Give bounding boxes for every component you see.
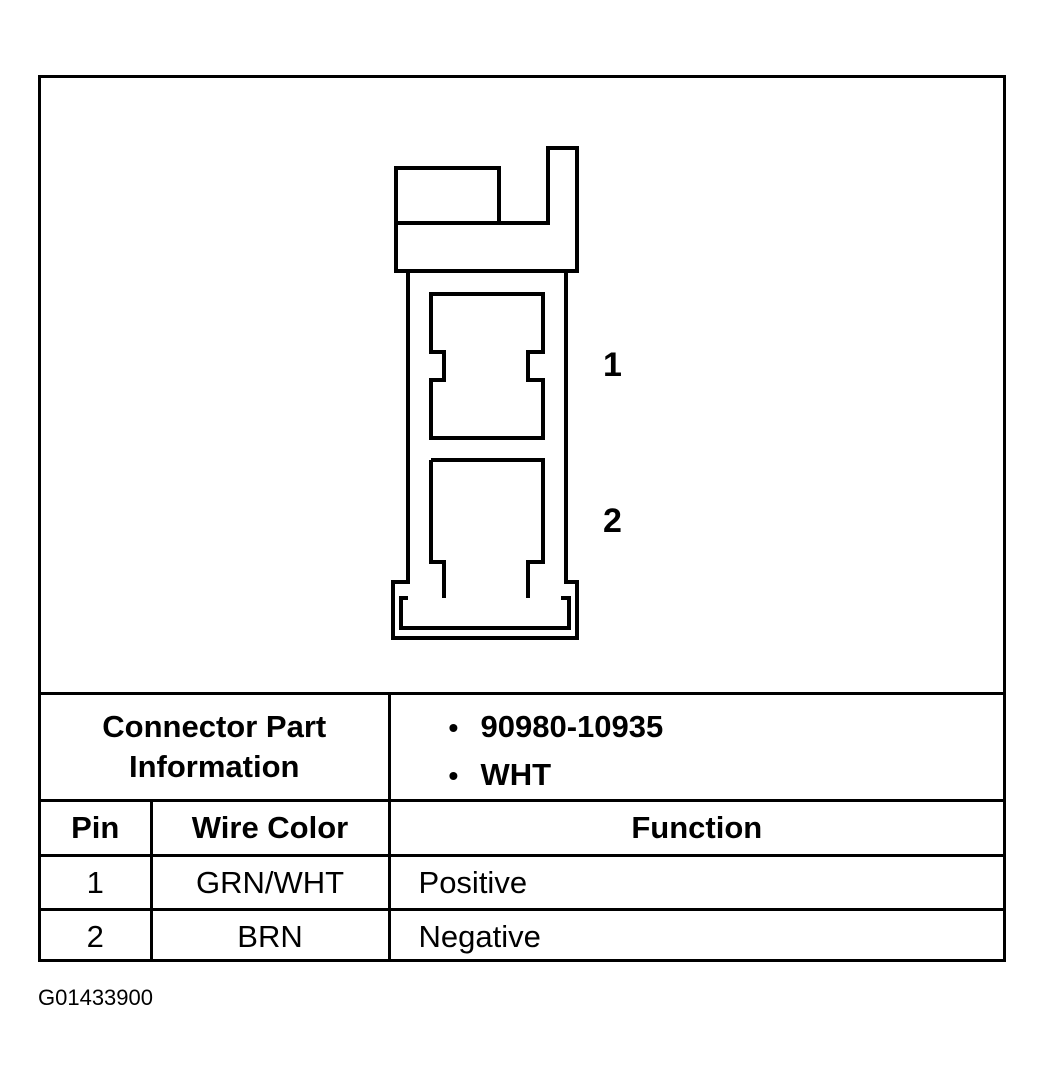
connector-part-label: Connector Part Information xyxy=(41,695,391,802)
wire-color: GRN/WHT xyxy=(149,854,391,911)
figure-code: G01433900 xyxy=(38,985,153,1010)
table-row: 1 GRN/WHT Positive xyxy=(41,854,1004,911)
connector-part-number: •90980-10935 xyxy=(449,703,1004,751)
connector-color: •WHT xyxy=(449,751,1004,799)
connector-latch xyxy=(394,146,579,273)
pin-label-2: 2 xyxy=(603,502,622,540)
header-wire-color: Wire Color xyxy=(149,799,391,857)
pin-function: Negative xyxy=(387,908,1004,962)
pin-table-header: Pin Wire Color Function xyxy=(41,799,1004,857)
connector-face-drawing xyxy=(391,146,579,640)
connector-flange-inner xyxy=(399,596,571,630)
pin-number: 1 xyxy=(41,854,153,911)
header-function: Function xyxy=(387,799,1004,857)
connector-part-row: Connector Part Information •90980-10935 … xyxy=(41,695,1004,802)
connector-part-label-line2: Information xyxy=(129,749,300,784)
bullet-icon: • xyxy=(448,760,459,791)
cavity-2 xyxy=(429,458,545,598)
connector-diagram: 1 2 xyxy=(41,78,1003,695)
pin-label-1: 1 xyxy=(603,346,622,384)
bullet-icon: • xyxy=(448,712,459,743)
connector-body-outline xyxy=(391,271,579,640)
wire-color: BRN xyxy=(149,908,391,962)
header-pin: Pin xyxy=(41,799,153,857)
table-row: 2 BRN Negative xyxy=(41,908,1004,962)
cavity-1 xyxy=(429,292,545,440)
connector-figure-frame: 1 2 Connector Part Information •90980-10… xyxy=(38,75,1006,962)
pin-function: Positive xyxy=(387,854,1004,911)
pin-number: 2 xyxy=(41,908,153,962)
connector-part-values: •90980-10935 •WHT xyxy=(387,695,1004,802)
connector-info-table: Connector Part Information •90980-10935 … xyxy=(41,695,1004,962)
connector-part-label-line1: Connector Part xyxy=(102,709,327,744)
